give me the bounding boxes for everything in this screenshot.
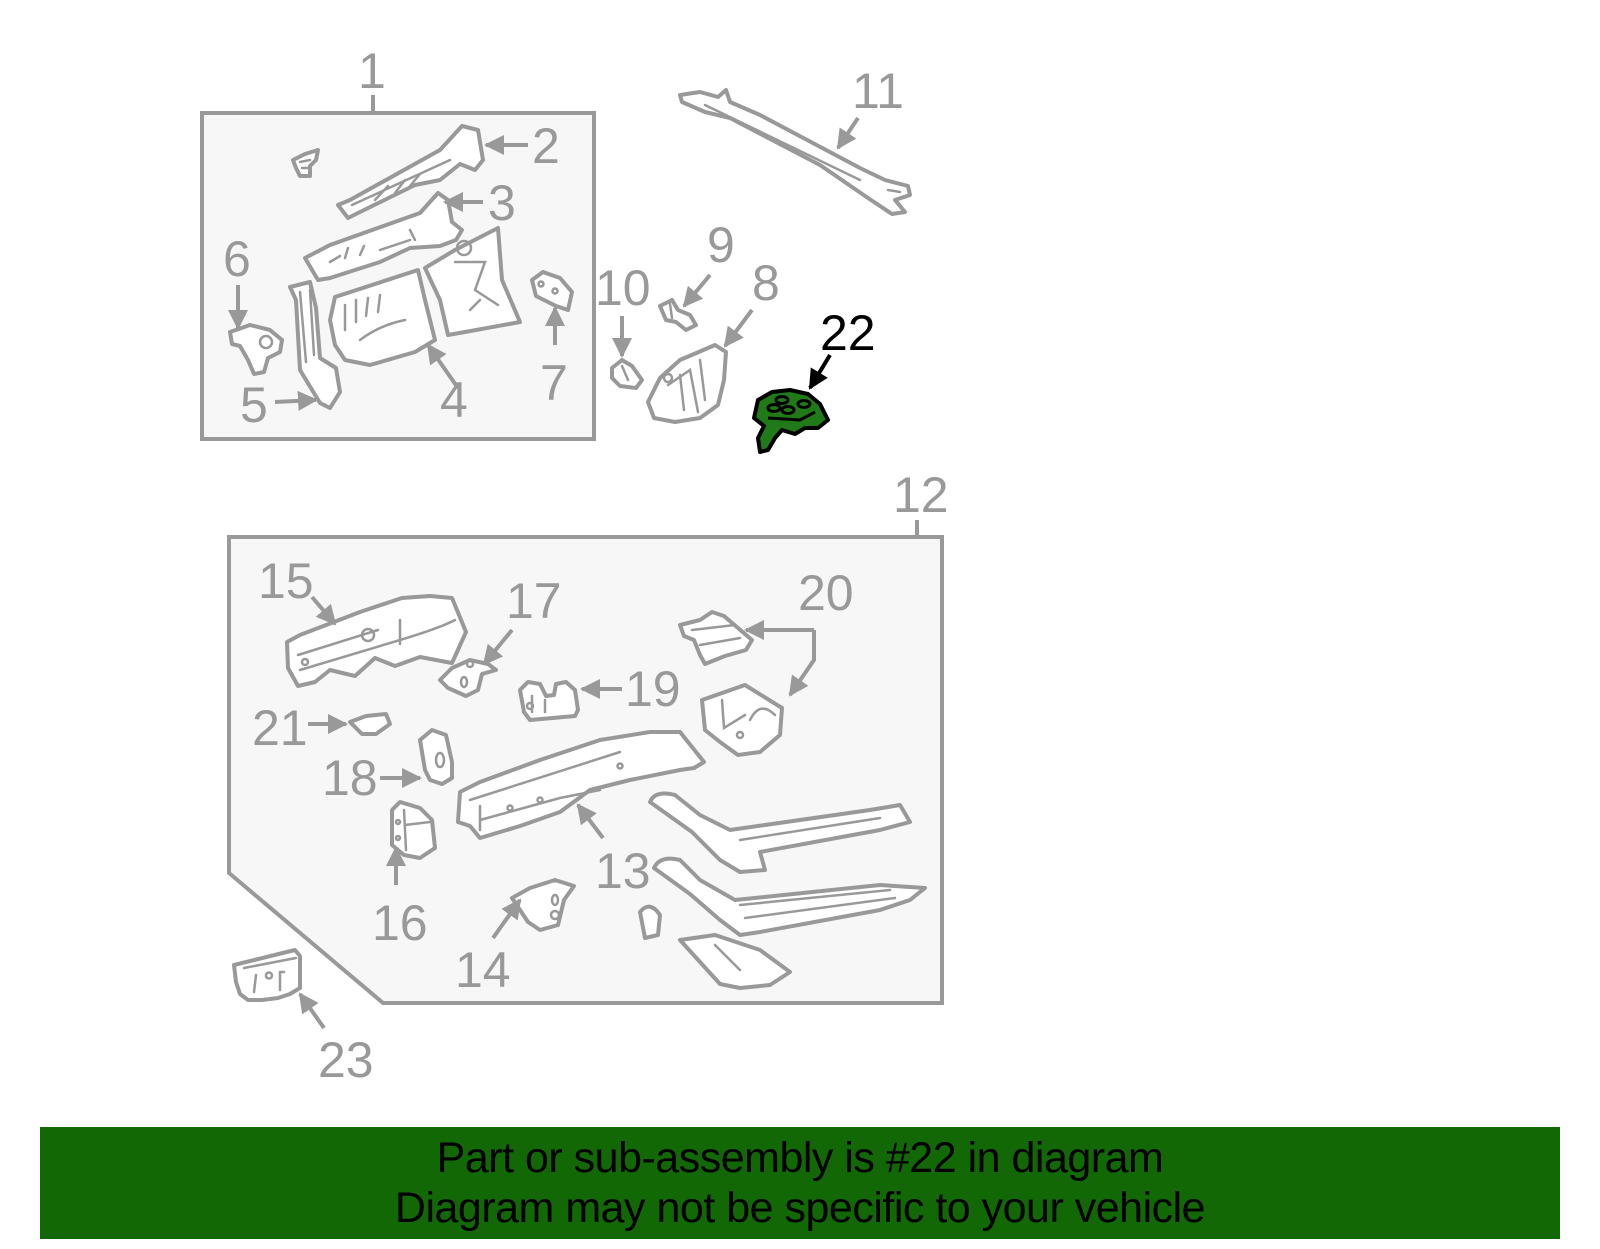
- part-7[interactable]: 7: [530, 270, 574, 411]
- part-21[interactable]: 21: [252, 700, 392, 756]
- callout-5[interactable]: 5: [240, 377, 268, 433]
- part-17[interactable]: 17: [438, 573, 562, 698]
- info-banner: Part or sub-assembly is #22 in diagram D…: [40, 1127, 1560, 1239]
- part-4[interactable]: 4: [328, 226, 522, 428]
- callout-17[interactable]: 17: [506, 573, 562, 629]
- callout-12[interactable]: 12: [893, 467, 949, 523]
- callout-19[interactable]: 19: [625, 661, 681, 717]
- part-19[interactable]: 19: [518, 661, 681, 722]
- part-3[interactable]: 3: [303, 175, 516, 282]
- callout-7[interactable]: 7: [540, 355, 568, 411]
- part-8[interactable]: 8: [646, 255, 780, 424]
- part-9[interactable]: 9: [658, 217, 735, 332]
- callout-18[interactable]: 18: [322, 750, 378, 806]
- part-11[interactable]: 11: [678, 63, 912, 216]
- callout-15[interactable]: 15: [258, 553, 314, 609]
- banner-line-2: Diagram may not be specific to your vehi…: [394, 1184, 1206, 1232]
- part-10[interactable]: 10: [595, 260, 651, 390]
- banner-line-1: Part or sub-assembly is #22 in diagram: [436, 1134, 1164, 1182]
- part-2[interactable]: 2: [336, 118, 560, 220]
- part-6[interactable]: 6: [223, 231, 284, 376]
- part-15[interactable]: 15: [258, 553, 468, 688]
- callout-3[interactable]: 3: [488, 175, 516, 231]
- callout-10[interactable]: 10: [595, 260, 651, 316]
- callout-6[interactable]: 6: [223, 231, 251, 287]
- callout-13[interactable]: 13: [595, 843, 651, 899]
- callout-23[interactable]: 23: [318, 1032, 374, 1088]
- callout-8[interactable]: 8: [752, 255, 780, 311]
- group-12-assembly: 12: [227, 467, 949, 1005]
- callout-20[interactable]: 20: [798, 565, 854, 621]
- part-18[interactable]: 18: [322, 728, 454, 806]
- callout-11[interactable]: 11: [852, 63, 904, 119]
- callout-1[interactable]: 1: [358, 43, 386, 99]
- part-16[interactable]: 16: [372, 800, 437, 951]
- part-small-clip: [291, 148, 320, 178]
- part-20[interactable]: 20: [678, 565, 854, 757]
- callout-2[interactable]: 2: [532, 118, 560, 174]
- part-13[interactable]: 13: [456, 730, 927, 990]
- part-22-highlighted[interactable]: 22: [752, 305, 876, 454]
- callout-14[interactable]: 14: [455, 942, 511, 998]
- callout-9[interactable]: 9: [707, 217, 735, 273]
- part-5[interactable]: 5: [240, 280, 342, 433]
- callout-4[interactable]: 4: [440, 372, 468, 428]
- callout-21[interactable]: 21: [252, 700, 308, 756]
- callout-16[interactable]: 16: [372, 895, 428, 951]
- part-14[interactable]: 14: [455, 878, 576, 998]
- part-23[interactable]: 23: [232, 948, 374, 1088]
- callout-22[interactable]: 22: [820, 305, 876, 361]
